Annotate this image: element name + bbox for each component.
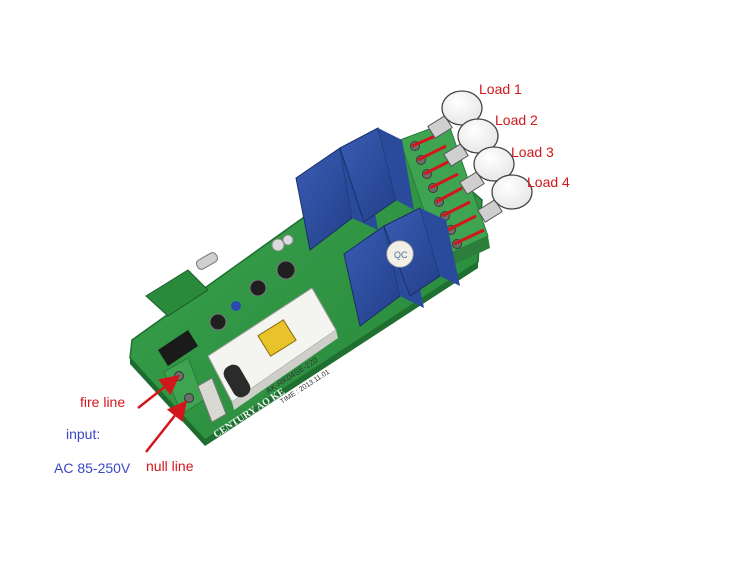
bulb-load-4 <box>477 174 533 223</box>
transformer <box>257 319 297 357</box>
load-1-label: Load 1 <box>479 81 522 97</box>
voltage-label: AC 85-250V <box>54 460 131 476</box>
load-4-label: Load 4 <box>527 174 570 190</box>
electrolytic-capacitors <box>209 234 296 331</box>
certification-sticker <box>386 240 414 268</box>
relay-4: QC <box>383 207 460 297</box>
relay-2 <box>339 127 414 223</box>
input-label: input: <box>66 426 101 442</box>
certification-sticker-mark: QC <box>394 250 408 260</box>
bulb-load-3 <box>459 146 515 195</box>
load-3-label: Load 3 <box>511 144 554 160</box>
null-line-label: null line <box>146 458 194 474</box>
bulb-load-2 <box>443 118 499 167</box>
input-terminal-block <box>163 357 227 423</box>
rf-receiver-module <box>145 252 219 317</box>
null-line-arrow <box>145 400 188 453</box>
fire-line-label: fire line <box>80 394 126 410</box>
ic-chip <box>158 330 198 366</box>
filter-capacitor <box>223 364 251 398</box>
output-wires <box>411 132 485 246</box>
fire-line-arrow <box>137 374 180 409</box>
load-2-label: Load 2 <box>495 112 538 128</box>
